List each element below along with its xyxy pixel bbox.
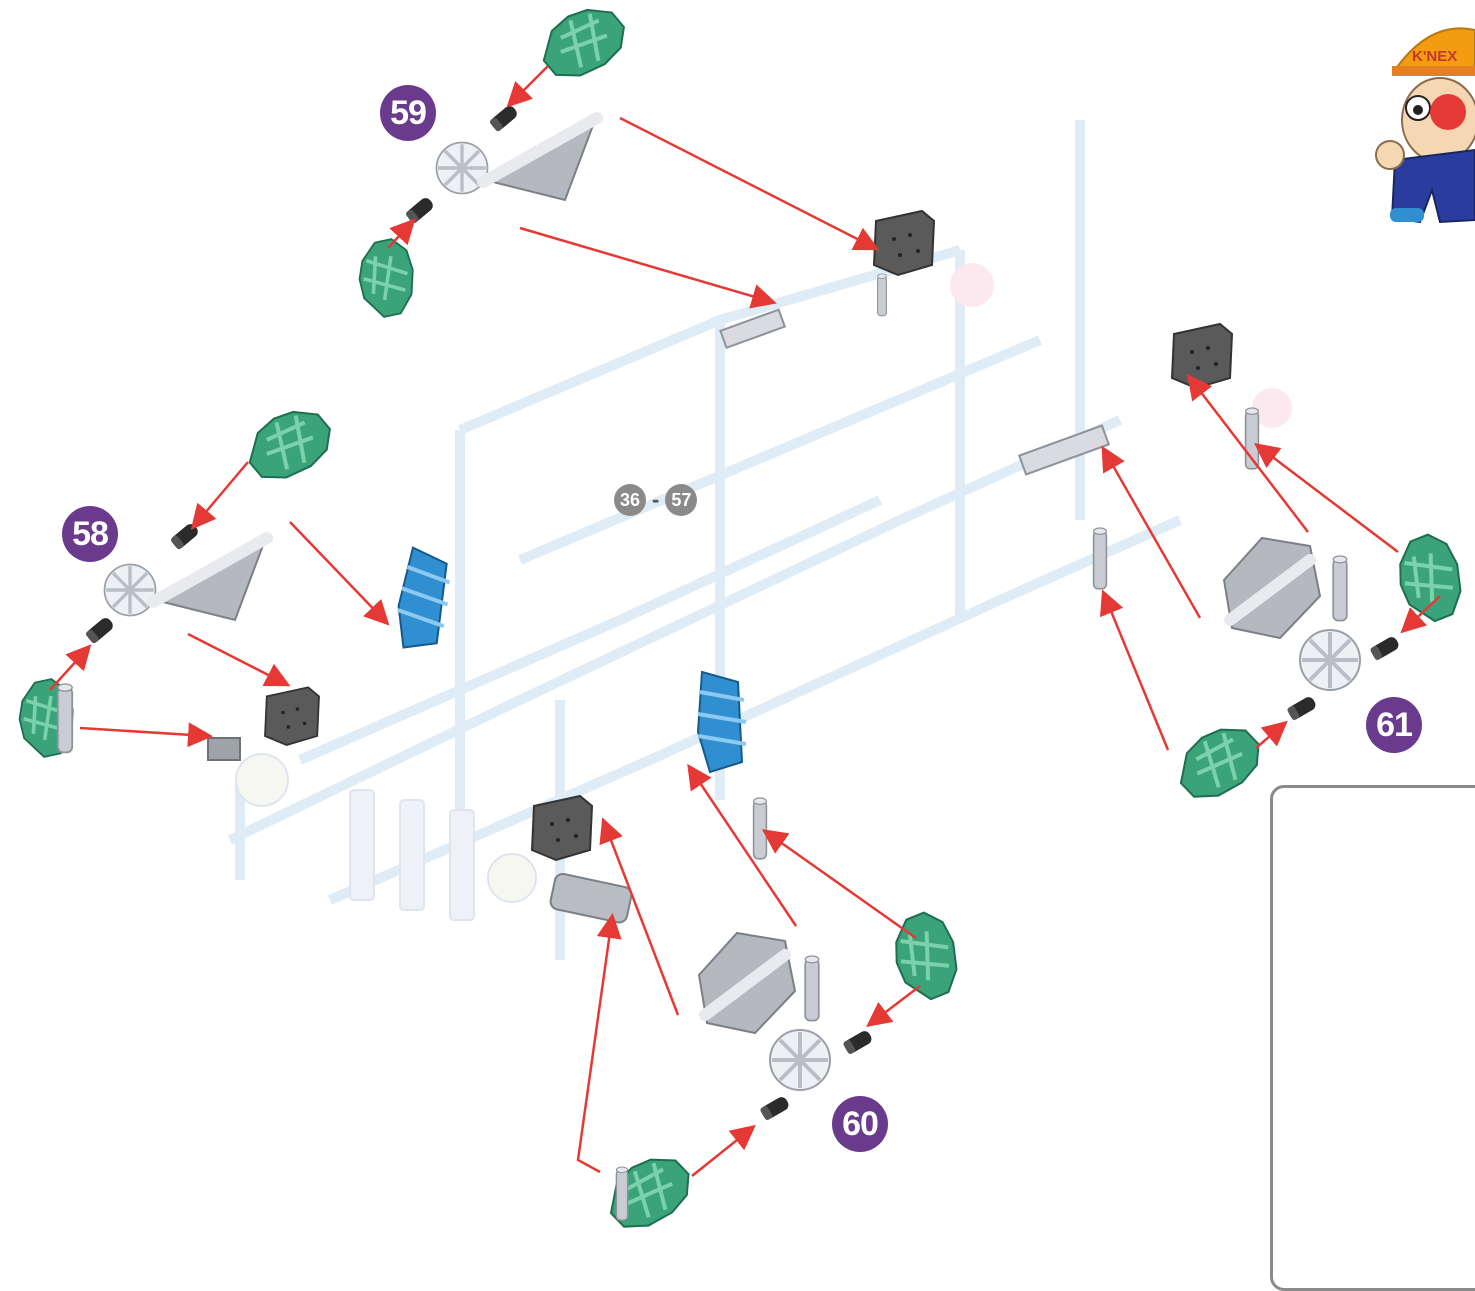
arrow-icon <box>79 722 213 748</box>
arrow-icon <box>187 632 291 687</box>
gray-connector-icon <box>531 795 593 861</box>
black-clip-icon <box>1286 694 1318 722</box>
arrow-icon <box>599 817 680 1016</box>
previous-steps-range: 36 - 57 <box>614 484 698 516</box>
black-clip-icon <box>84 615 116 645</box>
arrow-icon <box>49 644 92 691</box>
arrow-icon <box>506 65 549 108</box>
silver-bar-icon <box>1017 424 1111 476</box>
hub-connector-icon <box>102 562 158 618</box>
step-number-59: 59 <box>380 85 436 141</box>
arrow-icon <box>1254 442 1399 553</box>
green-connector-icon <box>535 3 632 83</box>
green-connector-icon <box>885 906 968 1005</box>
silver-rod-icon <box>752 797 768 860</box>
hub-connector-icon <box>1298 628 1362 692</box>
arrow-icon <box>866 985 921 1028</box>
step-number-61: 61 <box>1366 697 1422 753</box>
arrow-icon <box>761 829 917 940</box>
gray-connector-icon <box>1171 323 1233 389</box>
arrow-icon <box>619 116 880 251</box>
arrow-icon <box>1255 720 1288 749</box>
black-clip-icon <box>759 1094 791 1122</box>
silver-rod-icon <box>1092 527 1108 590</box>
black-clip-icon <box>1369 634 1401 662</box>
green-connector-icon <box>345 230 429 325</box>
assembly-diagram <box>5 3 1475 1252</box>
arrow-icon <box>289 521 390 626</box>
blue-connector-icon <box>696 670 748 774</box>
arrow-icon <box>691 1124 756 1177</box>
silver-rod-icon <box>804 955 820 1022</box>
step-59-assembly <box>345 3 935 350</box>
arrow-icon <box>687 763 798 927</box>
gray-hex-plate-icon <box>1224 538 1320 638</box>
gray-plate-icon <box>153 538 267 620</box>
ghost-frame <box>227 120 1183 960</box>
green-connector-icon <box>241 405 338 485</box>
knex-logo: K'NEX <box>1412 48 1458 65</box>
silver-rod-icon <box>1332 555 1348 622</box>
gray-hex-plate-icon <box>699 933 795 1033</box>
arrow-icon <box>1186 374 1309 533</box>
green-connector-icon <box>1169 720 1270 805</box>
gray-clip-icon <box>549 872 633 924</box>
silver-rod-icon <box>615 1166 629 1221</box>
silver-bar-icon <box>719 308 787 350</box>
inset-preview-frame <box>1270 785 1475 1291</box>
arrow-icon <box>1400 595 1441 634</box>
black-clip-icon <box>488 103 520 133</box>
arrow-icon <box>190 461 249 530</box>
range-end-badge: 57 <box>665 484 698 516</box>
step-61-assembly <box>1017 323 1472 805</box>
hub-connector-icon <box>768 1028 832 1092</box>
step-58-assembly <box>5 405 459 765</box>
black-clip-icon <box>404 195 436 225</box>
black-clip-icon <box>842 1028 874 1056</box>
arrow-icon <box>387 218 416 249</box>
arrow-icon <box>1101 445 1202 619</box>
step-60-assembly <box>531 670 968 1235</box>
step-number-60: 60 <box>832 1096 888 1152</box>
green-connector-icon <box>5 670 89 765</box>
range-separator: - <box>652 487 660 512</box>
gray-connector-icon <box>264 686 320 746</box>
blue-connector-icon <box>389 544 459 656</box>
arrow-icon <box>576 913 622 1174</box>
knex-mascot <box>1375 27 1475 224</box>
arrow-icon <box>519 226 777 309</box>
silver-rod-icon <box>877 273 887 317</box>
gray-connector-icon <box>873 210 935 276</box>
gray-clip-icon <box>207 737 241 761</box>
step-number-58: 58 <box>62 506 118 562</box>
arrow-icon <box>1100 589 1170 751</box>
ghost-bars <box>235 263 1292 921</box>
green-connector-icon <box>1389 528 1472 627</box>
range-start-badge: 36 <box>614 484 646 516</box>
silver-rod-icon <box>56 683 74 754</box>
assembly-arrows <box>49 65 1441 1177</box>
